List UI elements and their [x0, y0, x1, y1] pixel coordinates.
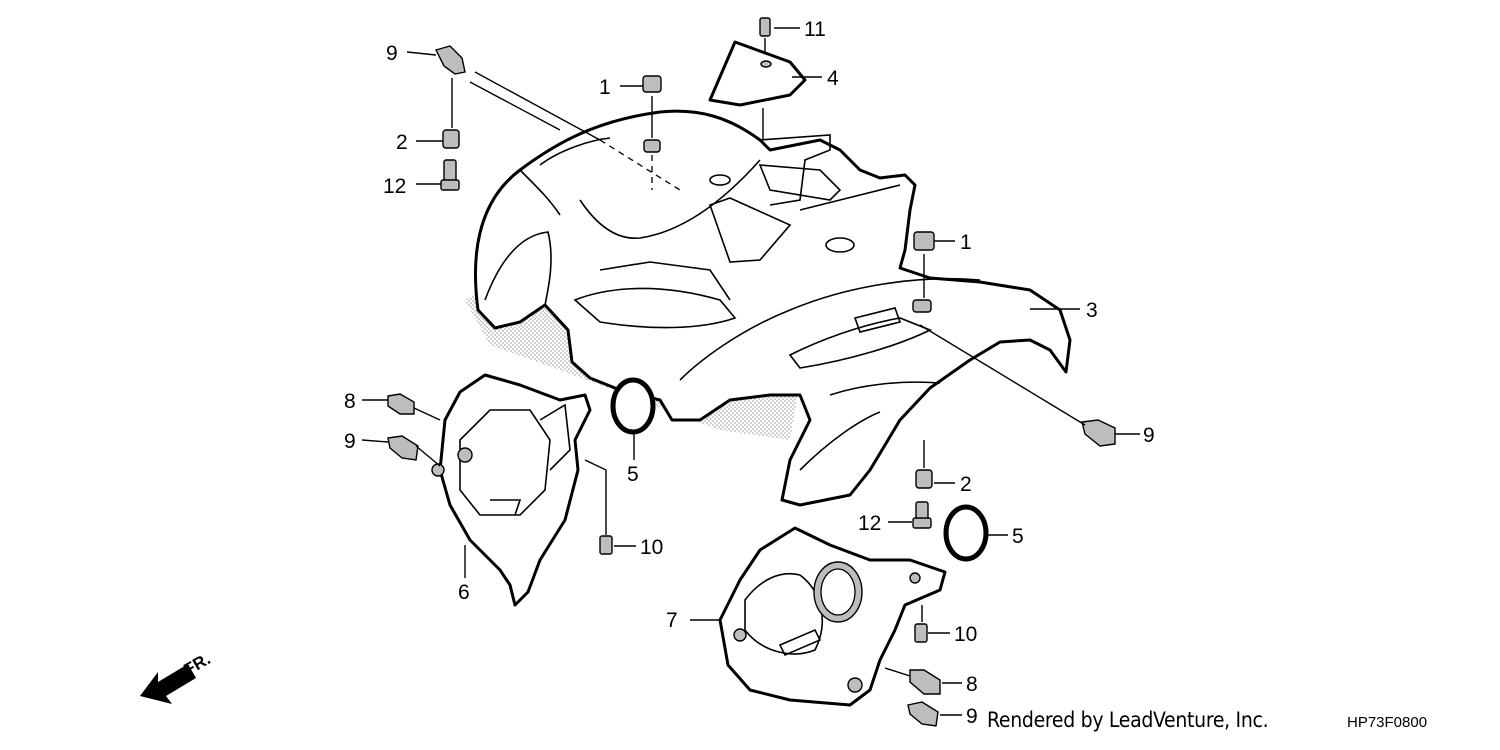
callout-9: 9 — [344, 430, 356, 453]
footer-credit: Rendered by LeadVenture, Inc. — [987, 708, 1269, 732]
callout-6: 6 — [458, 581, 470, 604]
callout-4: 4 — [827, 67, 839, 90]
callout-5: 5 — [627, 463, 639, 486]
callout-12: 12 — [858, 512, 881, 535]
callout-12: 12 — [383, 175, 406, 198]
callout-numbers: 9 2 12 1 11 4 1 3 9 8 9 5 2 12 5 10 6 7 … — [344, 18, 1155, 728]
callout-8: 8 — [344, 390, 356, 413]
hardware — [387, 17, 1116, 727]
diagram-code: HP73F0800 — [1347, 714, 1428, 731]
callout-7: 7 — [666, 609, 678, 632]
callout-1: 1 — [960, 231, 972, 254]
leader-lines — [361, 27, 1140, 716]
callout-9: 9 — [966, 705, 978, 728]
front-direction-arrow: FR. — [140, 649, 214, 704]
left-inner-panel — [431, 373, 592, 607]
seal-ring-left — [610, 377, 656, 435]
front-fender — [473, 109, 1072, 507]
callout-9: 9 — [1143, 424, 1155, 447]
callout-2: 2 — [960, 473, 972, 496]
callout-1: 1 — [599, 76, 611, 99]
callout-10: 10 — [954, 623, 977, 646]
callout-11: 11 — [804, 18, 826, 41]
seal-ring-right — [943, 504, 989, 562]
callout-3: 3 — [1086, 299, 1098, 322]
callout-5: 5 — [1012, 525, 1024, 548]
right-inner-panel — [718, 526, 947, 707]
callout-10: 10 — [640, 536, 663, 559]
callout-2: 2 — [396, 131, 408, 154]
lid — [708, 40, 807, 107]
callout-9: 9 — [386, 42, 398, 65]
callout-8: 8 — [966, 673, 978, 696]
